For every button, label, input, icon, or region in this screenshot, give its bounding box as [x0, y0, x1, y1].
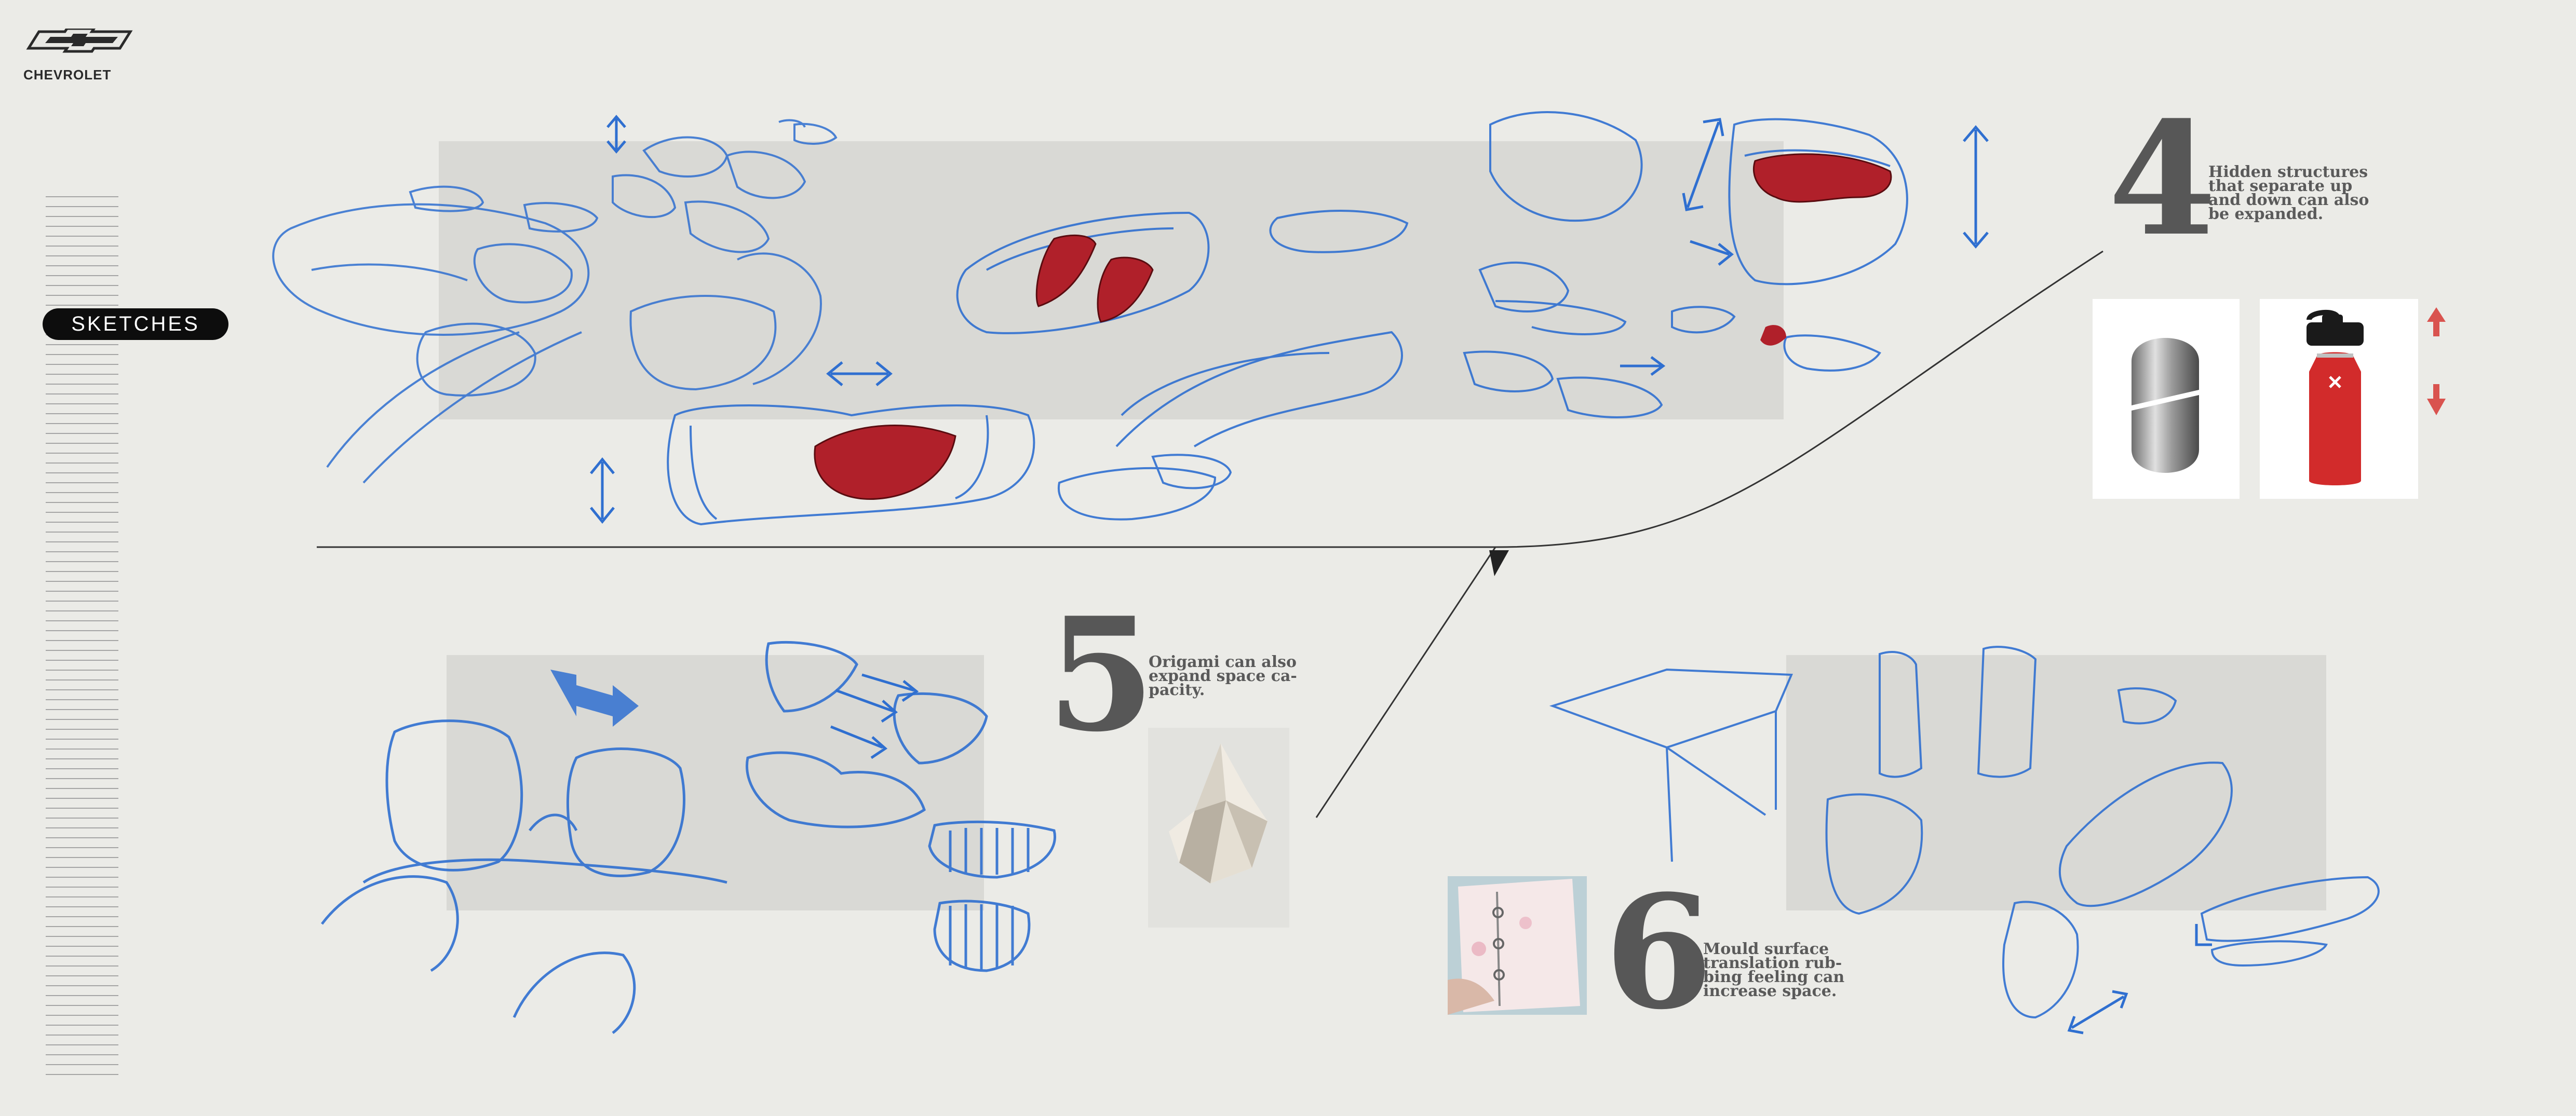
caption-line: expand space ca- — [1149, 667, 1297, 685]
accent-seat-top-center-2 — [1097, 256, 1154, 323]
caption-line: and down can also — [2208, 191, 2369, 209]
photo-capsule-container — [2093, 299, 2240, 499]
double-arrow-icon — [590, 115, 893, 524]
double-arrow-icon — [1620, 118, 1989, 376]
accent-cushion — [814, 425, 956, 500]
photo-origami — [1148, 728, 1289, 928]
expand-arrows — [2426, 306, 2447, 420]
sketch-group-bottom-left — [321, 641, 1056, 1034]
sketch-group-top-left — [272, 119, 838, 484]
concept-5-number: 5 — [1047, 583, 1155, 766]
sketch-group-bottom-right — [1549, 646, 2380, 1019]
sketch-panel-bottom-left — [447, 655, 984, 910]
caption-line: that separate up — [2208, 177, 2353, 195]
caption-line: Mould surface — [1703, 940, 1829, 958]
caption-line: pacity. — [1149, 681, 1205, 699]
concept-4-caption: Hidden structures that separate up and d… — [2208, 163, 2369, 223]
photo-binder — [1448, 876, 1587, 1015]
side-ruler — [46, 196, 118, 1080]
accent-seat-top-right — [1752, 153, 1892, 203]
caption-line: increase space. — [1703, 982, 1837, 1000]
connector-lines — [317, 250, 2103, 818]
caption-line: translation rub- — [1703, 954, 1842, 972]
caption-line: Origami can also — [1149, 653, 1297, 671]
double-arrow-icon — [2067, 924, 2212, 1035]
sketch-panel-bottom-right — [1786, 655, 2326, 910]
caption-line: be expanded. — [2208, 205, 2324, 223]
caption-line: bing feeling can — [1703, 968, 1845, 986]
arrow-up-icon — [2427, 307, 2446, 336]
double-arrow-icon — [830, 673, 919, 759]
arrow-down-icon — [2427, 384, 2446, 415]
concept-5-caption: Origami can also expand space ca- pacity… — [1149, 653, 1297, 699]
brand-name: CHEVROLET — [23, 67, 112, 83]
concept-4-number: 4 — [2108, 87, 2217, 270]
block-arrow-icon — [550, 670, 639, 727]
accent-piece-small — [1760, 325, 1786, 346]
concept-6-caption: Mould surface translation rub- bing feel… — [1703, 940, 1845, 1000]
concept-6-number: 6 — [1604, 861, 1713, 1044]
connector-marker — [1489, 550, 1509, 576]
section-tag: SKETCHES — [43, 308, 228, 340]
caption-line: Hidden structures — [2208, 163, 2368, 181]
accent-seat-top-center — [1035, 234, 1097, 307]
sketch-seat-bottom — [667, 404, 1232, 526]
chevrolet-bowtie-icon — [26, 29, 133, 53]
sketch-group-top-center — [956, 111, 1908, 447]
photo-red-bottle — [2260, 299, 2418, 499]
brand-logo: CHEVROLET — [23, 29, 148, 83]
